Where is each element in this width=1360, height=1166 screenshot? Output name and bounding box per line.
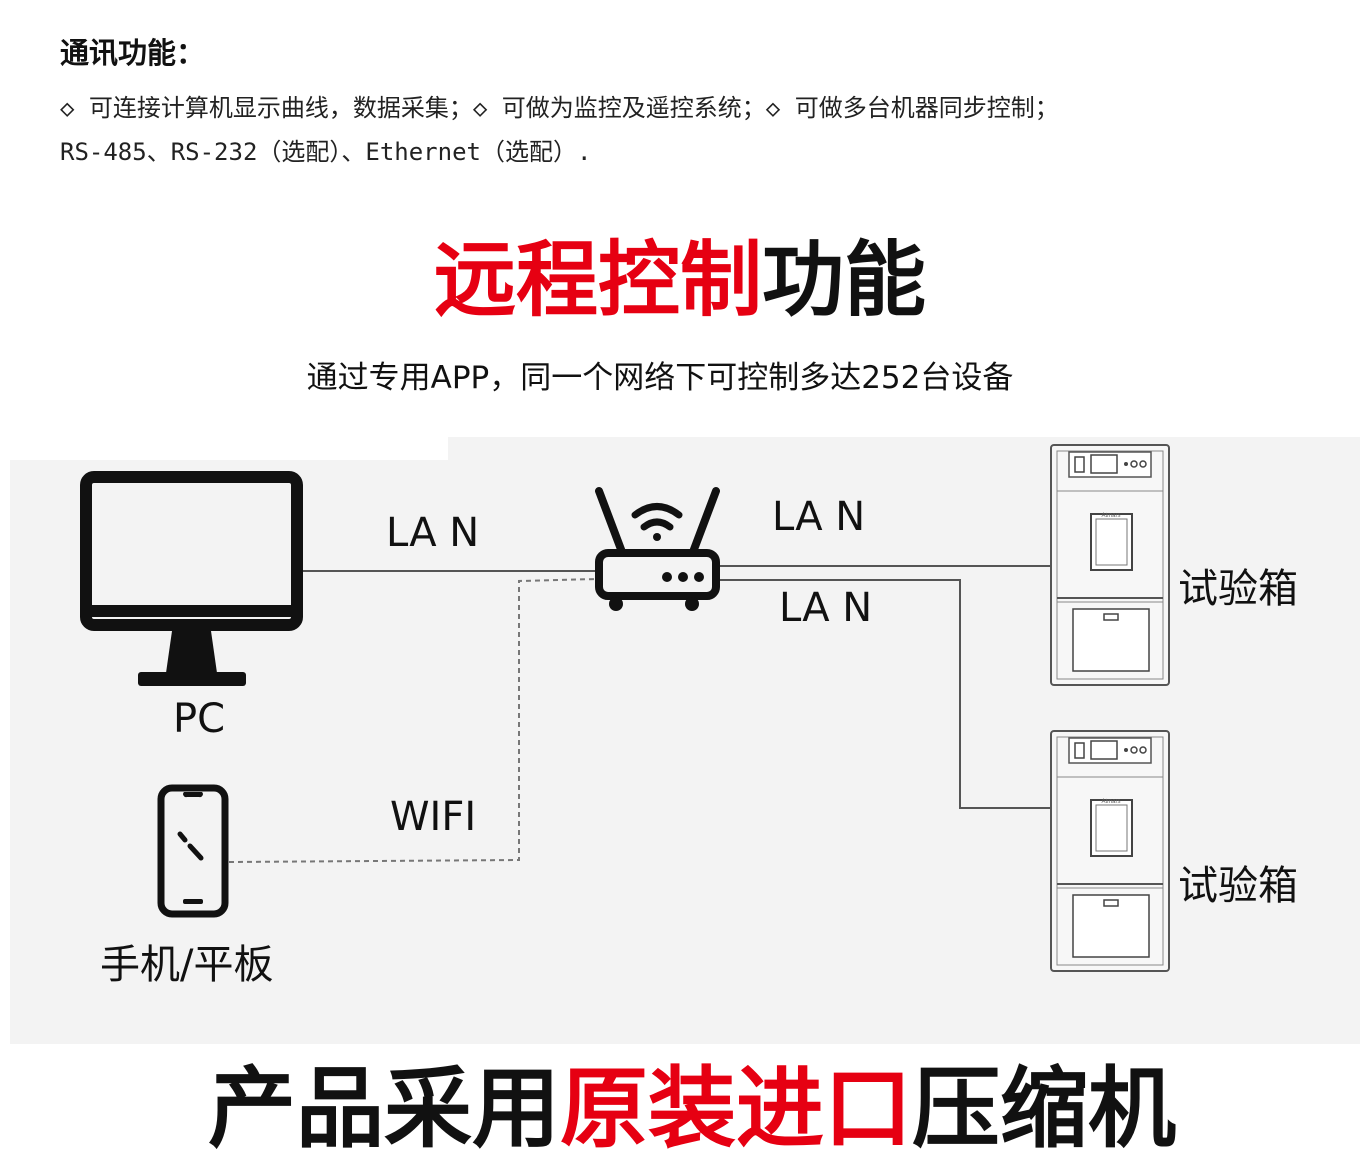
remote-control-title-highlight: 远程控制 — [433, 233, 762, 328]
test-chamber-2-icon — [1050, 730, 1170, 972]
remote-control-title: 远程控制功能 — [0, 233, 1360, 328]
communication-interfaces: RS-485、RS-232（选配）、Ethernet（选配）. — [60, 138, 592, 166]
diagram-panel-top — [448, 437, 1360, 467]
wifi-line-mobile-router — [228, 578, 598, 863]
wifi-label: WIFI — [390, 794, 477, 840]
chamber-2-brand-logo: Atmars — [1101, 799, 1120, 805]
chamber-1-label: 试验箱 — [1178, 566, 1298, 612]
compressor-title-part1: 产品采用 — [207, 1057, 560, 1160]
lan-label-chamber2: LA N — [779, 585, 873, 631]
communication-features: ◇ 可连接计算机显示曲线，数据采集；◇ 可做为监控及遥控系统；◇ 可做多台机器同… — [60, 94, 1059, 122]
lan-label-chamber1: LA N — [772, 494, 866, 540]
mobile-label: 手机/平板 — [100, 942, 274, 988]
chamber-2-label: 试验箱 — [1178, 863, 1298, 909]
remote-control-subtitle: 通过专用APP，同一个网络下可控制多达252台设备 — [306, 360, 1014, 396]
communication-title: 通讯功能： — [60, 36, 206, 70]
mobile-phone-icon — [157, 784, 229, 918]
test-chamber-1-icon — [1050, 444, 1170, 686]
lan-label-pc: LA N — [386, 510, 480, 556]
compressor-title: 产品采用原装进口压缩机 — [0, 1058, 1360, 1159]
remote-control-title-rest: 功能 — [762, 233, 927, 328]
lan-line-router-chamber2 — [718, 579, 1051, 809]
compressor-title-highlight: 原装进口 — [559, 1057, 912, 1160]
router-icon — [595, 487, 720, 611]
pc-monitor-icon — [80, 471, 303, 686]
compressor-title-part2: 压缩机 — [912, 1057, 1177, 1160]
chamber-1-brand-logo: Atmars — [1101, 513, 1120, 519]
pc-label: PC — [173, 696, 226, 742]
